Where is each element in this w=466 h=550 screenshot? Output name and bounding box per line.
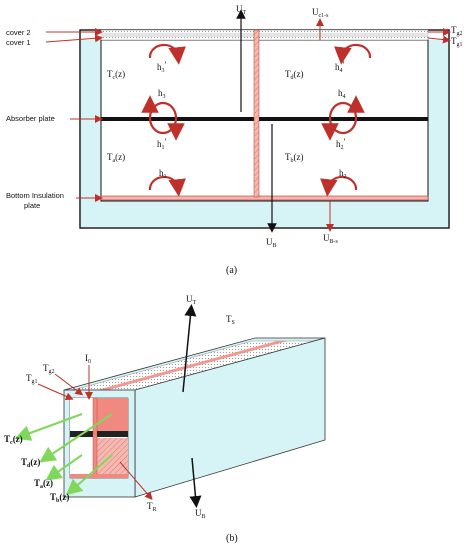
absorber-plate bbox=[101, 117, 428, 121]
tg1-arrow-b bbox=[37, 383, 74, 401]
tr-arrow bbox=[119, 461, 153, 501]
tg2-label-b: Tg2 bbox=[43, 363, 55, 375]
h3-circulation-icon bbox=[141, 95, 185, 141]
figure-a: UT Uc1-s Tg2 Tg1 cover 2 cover 1 Absorbe… bbox=[6, 4, 463, 276]
h4-circulation-icon bbox=[321, 95, 365, 141]
tb-label-b: Tb(z) bbox=[50, 492, 69, 504]
tb-label: Tb(z) bbox=[285, 152, 304, 164]
h4-label: h4 bbox=[338, 88, 346, 100]
uc1s-label: Uc1-s bbox=[312, 7, 329, 19]
h2-circulation-icon bbox=[320, 175, 358, 197]
ta-arrow-b bbox=[45, 454, 83, 481]
channel-a-fill bbox=[70, 438, 94, 478]
cover-2 bbox=[100, 29, 429, 35]
h4p-label: h4′ bbox=[335, 60, 345, 74]
tg2-arrow-b bbox=[54, 373, 84, 396]
bottom-insulation-b bbox=[70, 474, 128, 478]
tb-arrow-b bbox=[65, 454, 113, 496]
h1-label: h1 bbox=[159, 168, 167, 180]
vertical-divider bbox=[253, 29, 260, 198]
absorber-plate-b bbox=[70, 431, 128, 437]
h3p-circulation-icon bbox=[148, 43, 186, 65]
tg2-label: Tg2 bbox=[451, 25, 463, 37]
caption-a: (a) bbox=[226, 265, 237, 276]
cover2-label: cover 2 bbox=[6, 28, 31, 37]
fluid-left-wall bbox=[81, 40, 101, 227]
h2-label: h2 bbox=[339, 168, 347, 180]
absorber-label: Absorber plate bbox=[6, 114, 55, 123]
fluid-bottom bbox=[81, 201, 448, 227]
h1-circulation-icon bbox=[148, 175, 186, 197]
tc-label-b: Tc(z) bbox=[4, 434, 23, 446]
ub-label-b: UB bbox=[195, 508, 206, 520]
bottom-insulation-plate bbox=[100, 195, 429, 201]
h3p-label: h3′ bbox=[157, 60, 167, 74]
i0-label: I0 bbox=[85, 353, 91, 365]
top-divider-strip bbox=[90, 341, 288, 392]
ta-label-b: Ta(z) bbox=[34, 478, 53, 490]
caption-b: (b) bbox=[226, 533, 238, 544]
ut-arrow-b bbox=[182, 304, 197, 393]
ut-label-b: UT bbox=[186, 294, 197, 306]
divider-b bbox=[92, 397, 98, 479]
cover-1 bbox=[100, 35, 429, 41]
bottom-label-2: plate bbox=[24, 201, 40, 210]
tg1-arrow bbox=[427, 35, 451, 44]
td-arrow-b bbox=[39, 413, 113, 463]
td-label-b: Td(z) bbox=[21, 457, 40, 469]
tr-label: TR bbox=[147, 501, 157, 513]
tc-arrow-b bbox=[14, 413, 83, 441]
h4p-circulation-icon bbox=[334, 43, 372, 65]
ub-label: UB bbox=[266, 237, 277, 249]
h2p-label: h2′ bbox=[336, 137, 346, 151]
channel-b-fill bbox=[96, 438, 128, 478]
figure-b: UT TS Tg2 Tg1 I0 Tc(z) Td(z) Ta(z) Tb(z)… bbox=[4, 294, 326, 544]
ub-arrow-b bbox=[189, 457, 202, 508]
ut-label: UT bbox=[236, 4, 247, 16]
cover1-arrow bbox=[45, 34, 103, 43]
td-label: Td(z) bbox=[285, 69, 304, 81]
fluid-right-wall bbox=[428, 40, 448, 227]
tg1-label-b: Tg1 bbox=[26, 373, 38, 385]
tc-label: Tc(z) bbox=[107, 69, 125, 81]
ts-label: TS bbox=[226, 314, 235, 326]
tg1-label: Tg1 bbox=[451, 36, 463, 48]
cover1-label: cover 1 bbox=[6, 38, 31, 47]
h3-label: h3 bbox=[158, 88, 166, 100]
ubs-label: UB-s bbox=[323, 233, 339, 245]
ta-label: Ta(z) bbox=[107, 152, 125, 164]
bottom-label-1: Bottom Insulation bbox=[6, 191, 64, 200]
h1p-label: h1′ bbox=[157, 137, 167, 151]
